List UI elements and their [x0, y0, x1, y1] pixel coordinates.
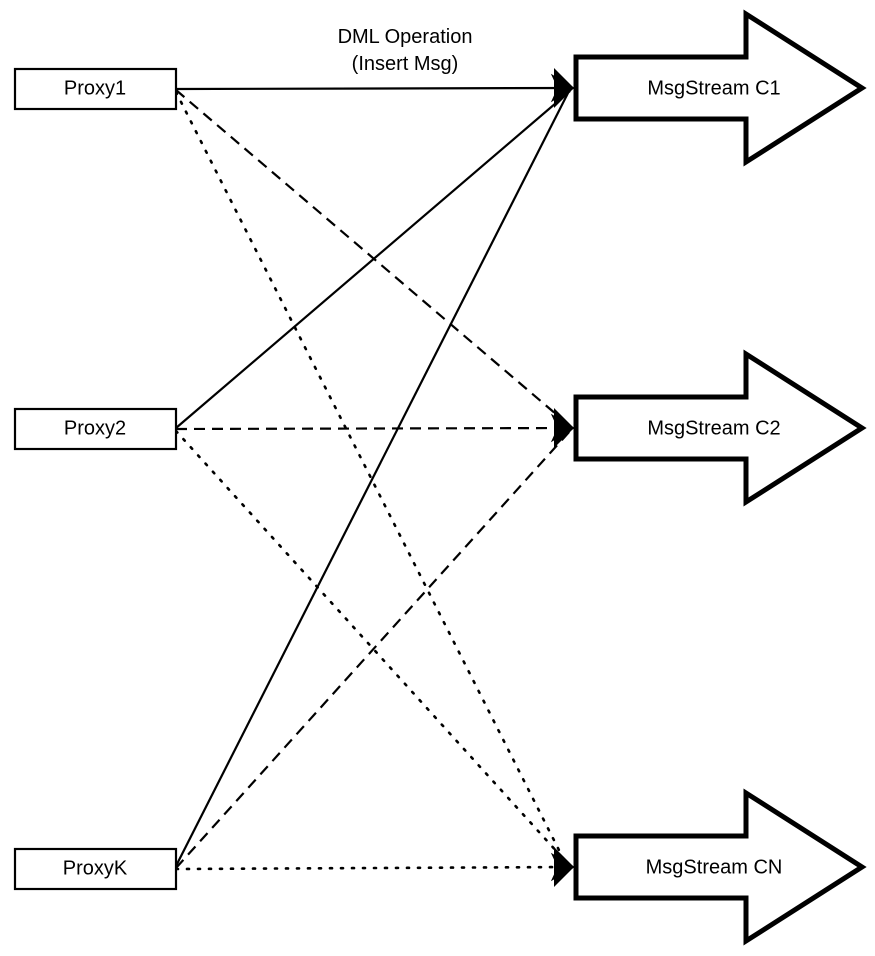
arrowhead-barb-head-c1	[554, 68, 574, 108]
proxy-label-proxy2: Proxy2	[64, 417, 126, 439]
edge-proxy2-cn	[174, 429, 570, 866]
proxy-box-proxyK[interactable]	[13, 847, 178, 891]
arrowhead-barb-head-cn	[554, 847, 574, 887]
arrowheads-layer	[550, 68, 575, 887]
msgstream-shape-cn[interactable]	[573, 788, 867, 946]
proxy-label-proxy1: Proxy1	[64, 77, 126, 99]
proxy-box-proxy1[interactable]	[13, 67, 178, 111]
edge-proxy2-c1	[175, 90, 571, 429]
dml-operation-label-line2: (Insert Msg)	[352, 53, 459, 75]
arrowhead-barb-head-c2	[554, 408, 574, 448]
edge-label-group: DML Operation (Insert Msg)	[338, 26, 473, 75]
proxy-label-proxyK: ProxyK	[63, 857, 128, 879]
streams-layer: MsgStream C1 MsgStream C2 MsgStream CN	[573, 9, 867, 946]
edge-proxy2-c2	[175, 426, 573, 431]
edge-proxyK-cn	[174, 865, 574, 871]
edge-proxy1-c2	[175, 89, 571, 427]
edge-proxyK-c1	[175, 92, 569, 867]
edge-proxy1-cn	[174, 90, 568, 866]
edge-proxyK-c2	[175, 430, 571, 869]
edge-proxy1-c1	[175, 86, 573, 91]
msgstream-label-c2: MsgStream C2	[647, 417, 780, 439]
proxy-box-proxy2[interactable]	[13, 407, 178, 451]
msgstream-shape-c1[interactable]	[573, 9, 867, 167]
msgstream-label-c1: MsgStream C1	[647, 77, 780, 99]
msgstream-shape-c2[interactable]	[573, 349, 867, 507]
dml-operation-label-line1: DML Operation	[338, 26, 473, 48]
edges-layer	[174, 86, 574, 871]
msgstream-label-cn: MsgStream CN	[646, 856, 783, 878]
